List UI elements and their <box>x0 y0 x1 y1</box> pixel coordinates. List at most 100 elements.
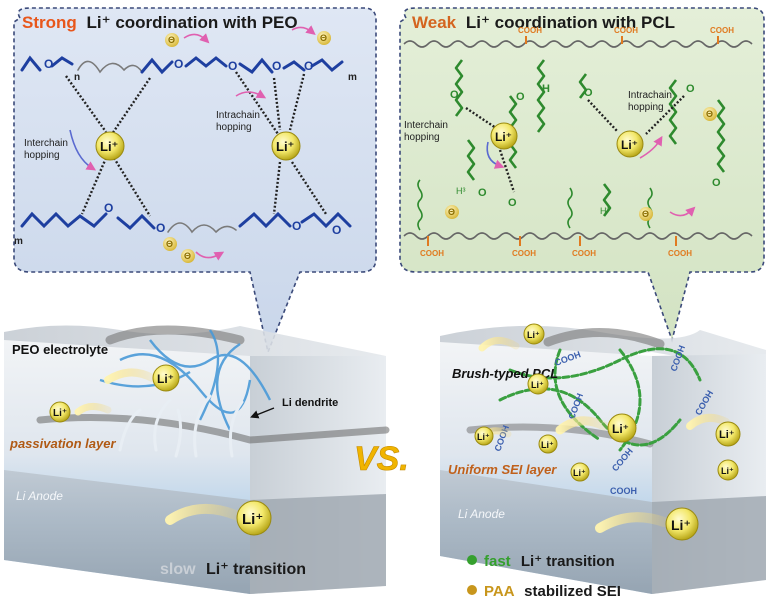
pcl-coordination-bonds <box>465 95 685 193</box>
cooh-label: COOH <box>512 249 536 258</box>
pink-arrow-icon <box>235 89 267 99</box>
pcl-callout-bubble <box>399 7 765 343</box>
legend-fast: fast Li⁺ transition <box>467 553 615 570</box>
anion-icon: Θ <box>163 237 177 251</box>
dendrite <box>153 398 172 452</box>
peo-oxygen: O <box>292 219 301 233</box>
pcl-battery-block: COOH COOH COOH COOH COOH COOH COOH Brush… <box>440 323 766 600</box>
li-ion-moving: Li⁺ <box>527 373 549 395</box>
fast-transition-label: fast Li⁺ transition <box>484 553 615 570</box>
interchain-label-left: Interchain hopping <box>24 138 71 161</box>
pcl-panel: Weak Li⁺ coordination with PCL COOH COOH… <box>399 7 765 343</box>
green-dot-icon <box>467 555 477 565</box>
pcl-oxygen-labels: O O O O O O O H <box>450 83 721 209</box>
li-ion-label: Li⁺ <box>573 468 586 478</box>
pcl-chain <box>716 99 726 173</box>
li-ion-label: Li⁺ <box>477 432 490 442</box>
slow-transition-label: slow Li⁺ transition <box>160 561 306 578</box>
legend-paa: PAA stabilized SEI <box>467 583 621 600</box>
li-ion-moving: Li⁺ <box>570 462 590 482</box>
peo-oxygen: O <box>156 221 165 235</box>
li-ion-moving: Li⁺ <box>686 413 741 447</box>
svg-text:Θ: Θ <box>642 209 649 219</box>
li-ion-moving: Li⁺ <box>538 434 558 454</box>
pcl-oxygen: O <box>478 187 487 199</box>
peo-oxygen: O <box>104 201 113 215</box>
hopping-arrows-left <box>69 25 316 261</box>
li-ion-right-intrachain: Li⁺ <box>616 130 644 158</box>
pink-arrow-icon <box>639 135 663 159</box>
li-ion-label: Li⁺ <box>242 511 263 528</box>
intrachain-label-left: Intrachain hopping <box>216 110 263 133</box>
gold-dot-icon <box>467 585 477 595</box>
peo-oxygen-labels-top: O O O O O <box>44 57 313 73</box>
li-ion-left-interchain: Li⁺ <box>95 131 125 161</box>
pcl-oxygen: O <box>686 83 695 95</box>
li-ion-label: Li⁺ <box>621 138 638 152</box>
pcl-chain <box>466 139 476 181</box>
peo-subscript-m: m <box>348 72 357 83</box>
li-ion-label: Li⁺ <box>157 372 174 386</box>
peo-oxygen: O <box>332 223 341 237</box>
cooh-labels-panel: COOH COOH COOH COOH COOH COOH COOH <box>420 26 734 258</box>
li-ion-label: Li⁺ <box>53 408 67 419</box>
li-ion-moving: Li⁺ <box>49 401 112 423</box>
peo-panel: Strong Li⁺ coordination with PEO O O O O… <box>13 7 377 355</box>
pcl-oxygen: O <box>712 177 721 189</box>
li-ion-moving-large: Li⁺ <box>595 507 699 541</box>
li-anode-face <box>4 470 250 594</box>
anion-icon: Θ <box>317 31 331 45</box>
passivation-layer-label: passivation layer <box>9 436 116 451</box>
pcl-h3-label: H³ <box>600 206 610 216</box>
pcl-title-rest: Li⁺ coordination with PCL <box>466 13 675 32</box>
peo-electrolyte-label: PEO electrolyte <box>12 342 108 357</box>
anion-markers-left: Θ Θ Θ Θ <box>163 31 331 263</box>
li-ion-moving-large: Li⁺ <box>165 500 272 536</box>
li-ion-label: Li⁺ <box>541 440 554 450</box>
peo-strands <box>99 329 272 431</box>
pcl-hydrogen: H <box>542 83 550 95</box>
dendrite-pointer-arrow <box>250 407 275 419</box>
li-ion-label: Li⁺ <box>719 429 735 441</box>
polymer-rod <box>543 327 665 349</box>
dendrite <box>193 394 212 458</box>
svg-text:Θ: Θ <box>448 207 455 217</box>
slow-transition-rest: Li⁺ transition <box>206 561 306 578</box>
li-dendrites <box>118 394 244 458</box>
anion-icon: Θ <box>703 107 717 121</box>
pcl-chain <box>578 73 588 99</box>
intrachain-label-right: Intrachain hopping <box>628 90 675 113</box>
li-anode-label-left: Li Anode <box>16 489 63 503</box>
cooh-label: COOH <box>518 26 542 35</box>
dendrite <box>228 400 244 458</box>
dendrite <box>174 408 183 458</box>
li-ion-right-interchain: Li⁺ <box>490 122 518 150</box>
li-anode-side <box>652 496 766 594</box>
fast-word: fast <box>484 553 511 570</box>
peo-battery-block: Li dendrite PEO electrolyte passivation … <box>4 325 390 594</box>
weak-word: Weak <box>412 13 457 32</box>
blue-arrow-icon <box>486 141 505 169</box>
li-ion-label: Li⁺ <box>527 330 540 340</box>
slow-word: slow <box>160 561 196 578</box>
li-anode-label-right: Li Anode <box>458 507 505 521</box>
peo-oxygen: O <box>44 57 53 71</box>
cooh-label: COOH <box>572 249 596 258</box>
hopping-arrows-right <box>486 135 696 217</box>
pink-arrow-icon <box>183 33 210 44</box>
cooh-stubs <box>427 36 719 246</box>
anion-icon: Θ <box>639 207 653 221</box>
vs-label: VS. <box>354 440 409 478</box>
li-ion-label: Li⁺ <box>100 139 118 154</box>
pink-arrow-icon <box>669 206 696 217</box>
pcl-h3-label: H³ <box>456 186 466 196</box>
paa-backbone-top <box>403 40 753 48</box>
polymer-rod <box>105 325 245 345</box>
anion-markers-right: Θ Θ Θ <box>445 107 717 221</box>
peo-oxygen: O <box>174 57 183 71</box>
anion-icon: Θ <box>181 249 195 263</box>
li-dendrite-label: Li dendrite <box>282 397 338 409</box>
peo-callout-bubble <box>13 7 377 355</box>
paa-sei-label: PAA stabilized SEI <box>484 583 621 600</box>
li-ion-moving: Li⁺ <box>555 413 637 443</box>
